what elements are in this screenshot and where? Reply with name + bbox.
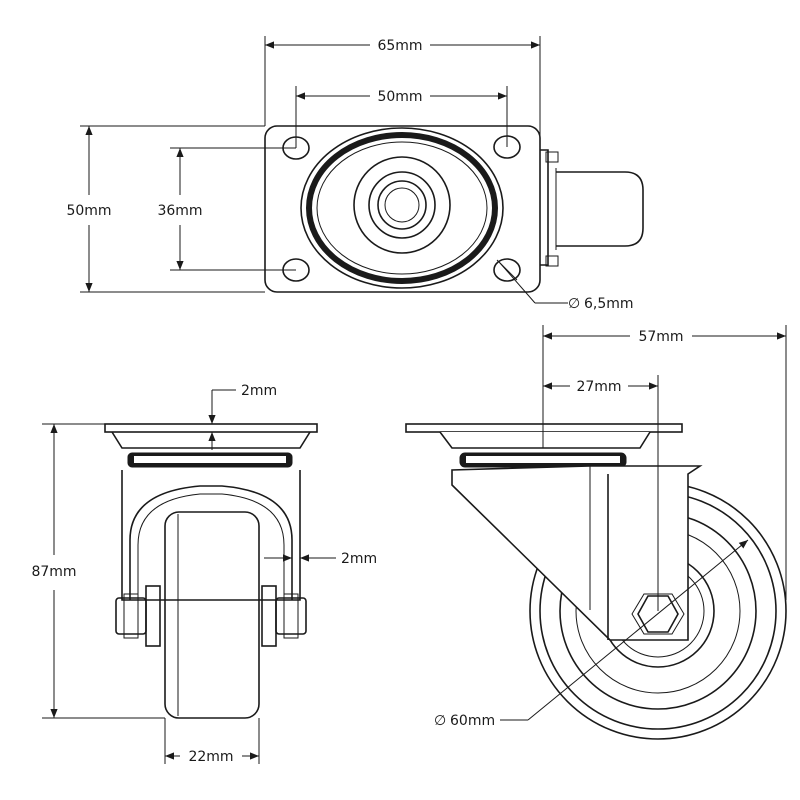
side-plate-boss bbox=[439, 431, 651, 449]
top-bearing-outer bbox=[353, 156, 451, 254]
dim-87mm: 87mm bbox=[31, 564, 76, 580]
dim-hole-diameter: 6,5mm bbox=[584, 296, 634, 312]
front-axle-nut-left bbox=[115, 597, 147, 635]
front-plate-boss bbox=[111, 431, 311, 449]
top-bearing-inner bbox=[377, 180, 427, 230]
top-fork-clip-bottom bbox=[545, 255, 559, 267]
dim-36mm: 36mm bbox=[157, 203, 202, 219]
top-bearing-core bbox=[384, 187, 420, 223]
dim-50mm-vertical: 50mm bbox=[66, 203, 111, 219]
dim-wheel-diameter: 60mm bbox=[450, 713, 495, 729]
front-wheel bbox=[164, 511, 260, 719]
top-wheel-edge bbox=[540, 149, 549, 266]
top-view: 65mm 50mm 50mm 36mm ∅ 6,5mm bbox=[66, 36, 644, 312]
front-view: 2mm 87mm 2mm 22mm bbox=[31, 383, 377, 765]
top-bearing-mid bbox=[368, 171, 436, 239]
front-fork bbox=[121, 470, 301, 601]
dim-57mm: 57mm bbox=[638, 329, 683, 345]
top-hole-br bbox=[493, 258, 521, 282]
front-axle-nut-right bbox=[275, 597, 307, 635]
top-swivel-ring bbox=[306, 132, 498, 284]
dim-50mm-horizontal: 50mm bbox=[377, 89, 422, 105]
front-plate bbox=[104, 423, 318, 433]
dim-plate-2mm: 2mm bbox=[241, 383, 277, 399]
side-plate bbox=[405, 423, 683, 433]
dim-fork-2mm: 2mm bbox=[341, 551, 377, 567]
side-view: 57mm 27mm ∅ 60mm bbox=[405, 325, 787, 740]
dim-hole-diameter-symbol: ∅ bbox=[568, 296, 580, 312]
top-plate bbox=[264, 125, 541, 293]
top-fork-clip-top bbox=[545, 151, 559, 163]
side-fork bbox=[451, 465, 703, 641]
top-wheel bbox=[556, 171, 644, 247]
top-swivel-outer bbox=[300, 127, 504, 289]
top-swivel-inner bbox=[316, 141, 488, 275]
dim-wheel-diameter-symbol: ∅ bbox=[434, 713, 446, 729]
dim-27mm: 27mm bbox=[576, 379, 621, 395]
dim-65mm: 65mm bbox=[377, 38, 422, 54]
dim-22mm: 22mm bbox=[188, 749, 233, 765]
